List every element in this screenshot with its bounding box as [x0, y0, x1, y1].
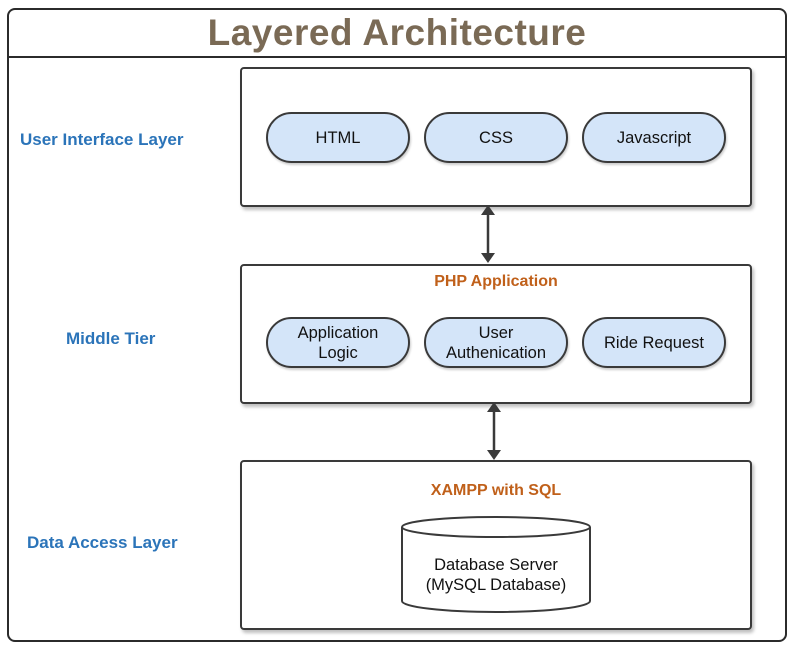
application-logic-component: Application Logic: [266, 317, 410, 368]
ride-request-component: Ride Request: [582, 317, 726, 368]
layer-label-data: Data Access Layer: [27, 533, 178, 552]
user-authentication-line1: User: [478, 323, 514, 342]
html-component: HTML: [266, 112, 410, 163]
javascript-component-label: Javascript: [616, 128, 692, 147]
mysql-database-label: (MySQL Database): [425, 576, 567, 594]
data-access-layer-box: XAMPP with SQL Database Server (MySQL Da…: [240, 460, 752, 630]
layer-label-ui: User Interface Layer: [20, 130, 184, 149]
user-authentication-component: User Authenication: [424, 317, 568, 368]
css-component-label: CSS: [479, 128, 513, 147]
user-authentication-line2: Authenication: [446, 343, 546, 362]
diagram-title: Layered Architecture: [207, 12, 587, 53]
javascript-component: Javascript: [582, 112, 726, 163]
html-component-label: HTML: [315, 128, 361, 147]
xampp-heading: XAMPP with SQL: [430, 482, 562, 499]
title-bar: Layered Architecture: [9, 10, 785, 58]
php-application-heading: PHP Application: [434, 273, 558, 290]
application-logic-line2: Logic: [318, 343, 358, 362]
css-component: CSS: [424, 112, 568, 163]
middle-tier-box: PHP Application Application Logic User A…: [240, 264, 752, 404]
database-cylinder: Database Server (MySQL Database): [400, 515, 592, 615]
ui-layer-box: HTML CSS Javascript: [240, 67, 752, 207]
application-logic-line1: Application: [297, 323, 379, 342]
database-server-label: Database Server: [434, 556, 558, 574]
database-icon: [401, 516, 591, 613]
layer-label-middle: Middle Tier: [66, 329, 156, 348]
bidirectional-arrow-ui-middle: [481, 205, 495, 263]
ride-request-label: Ride Request: [604, 333, 704, 352]
bidirectional-arrow-middle-data: [487, 402, 501, 460]
